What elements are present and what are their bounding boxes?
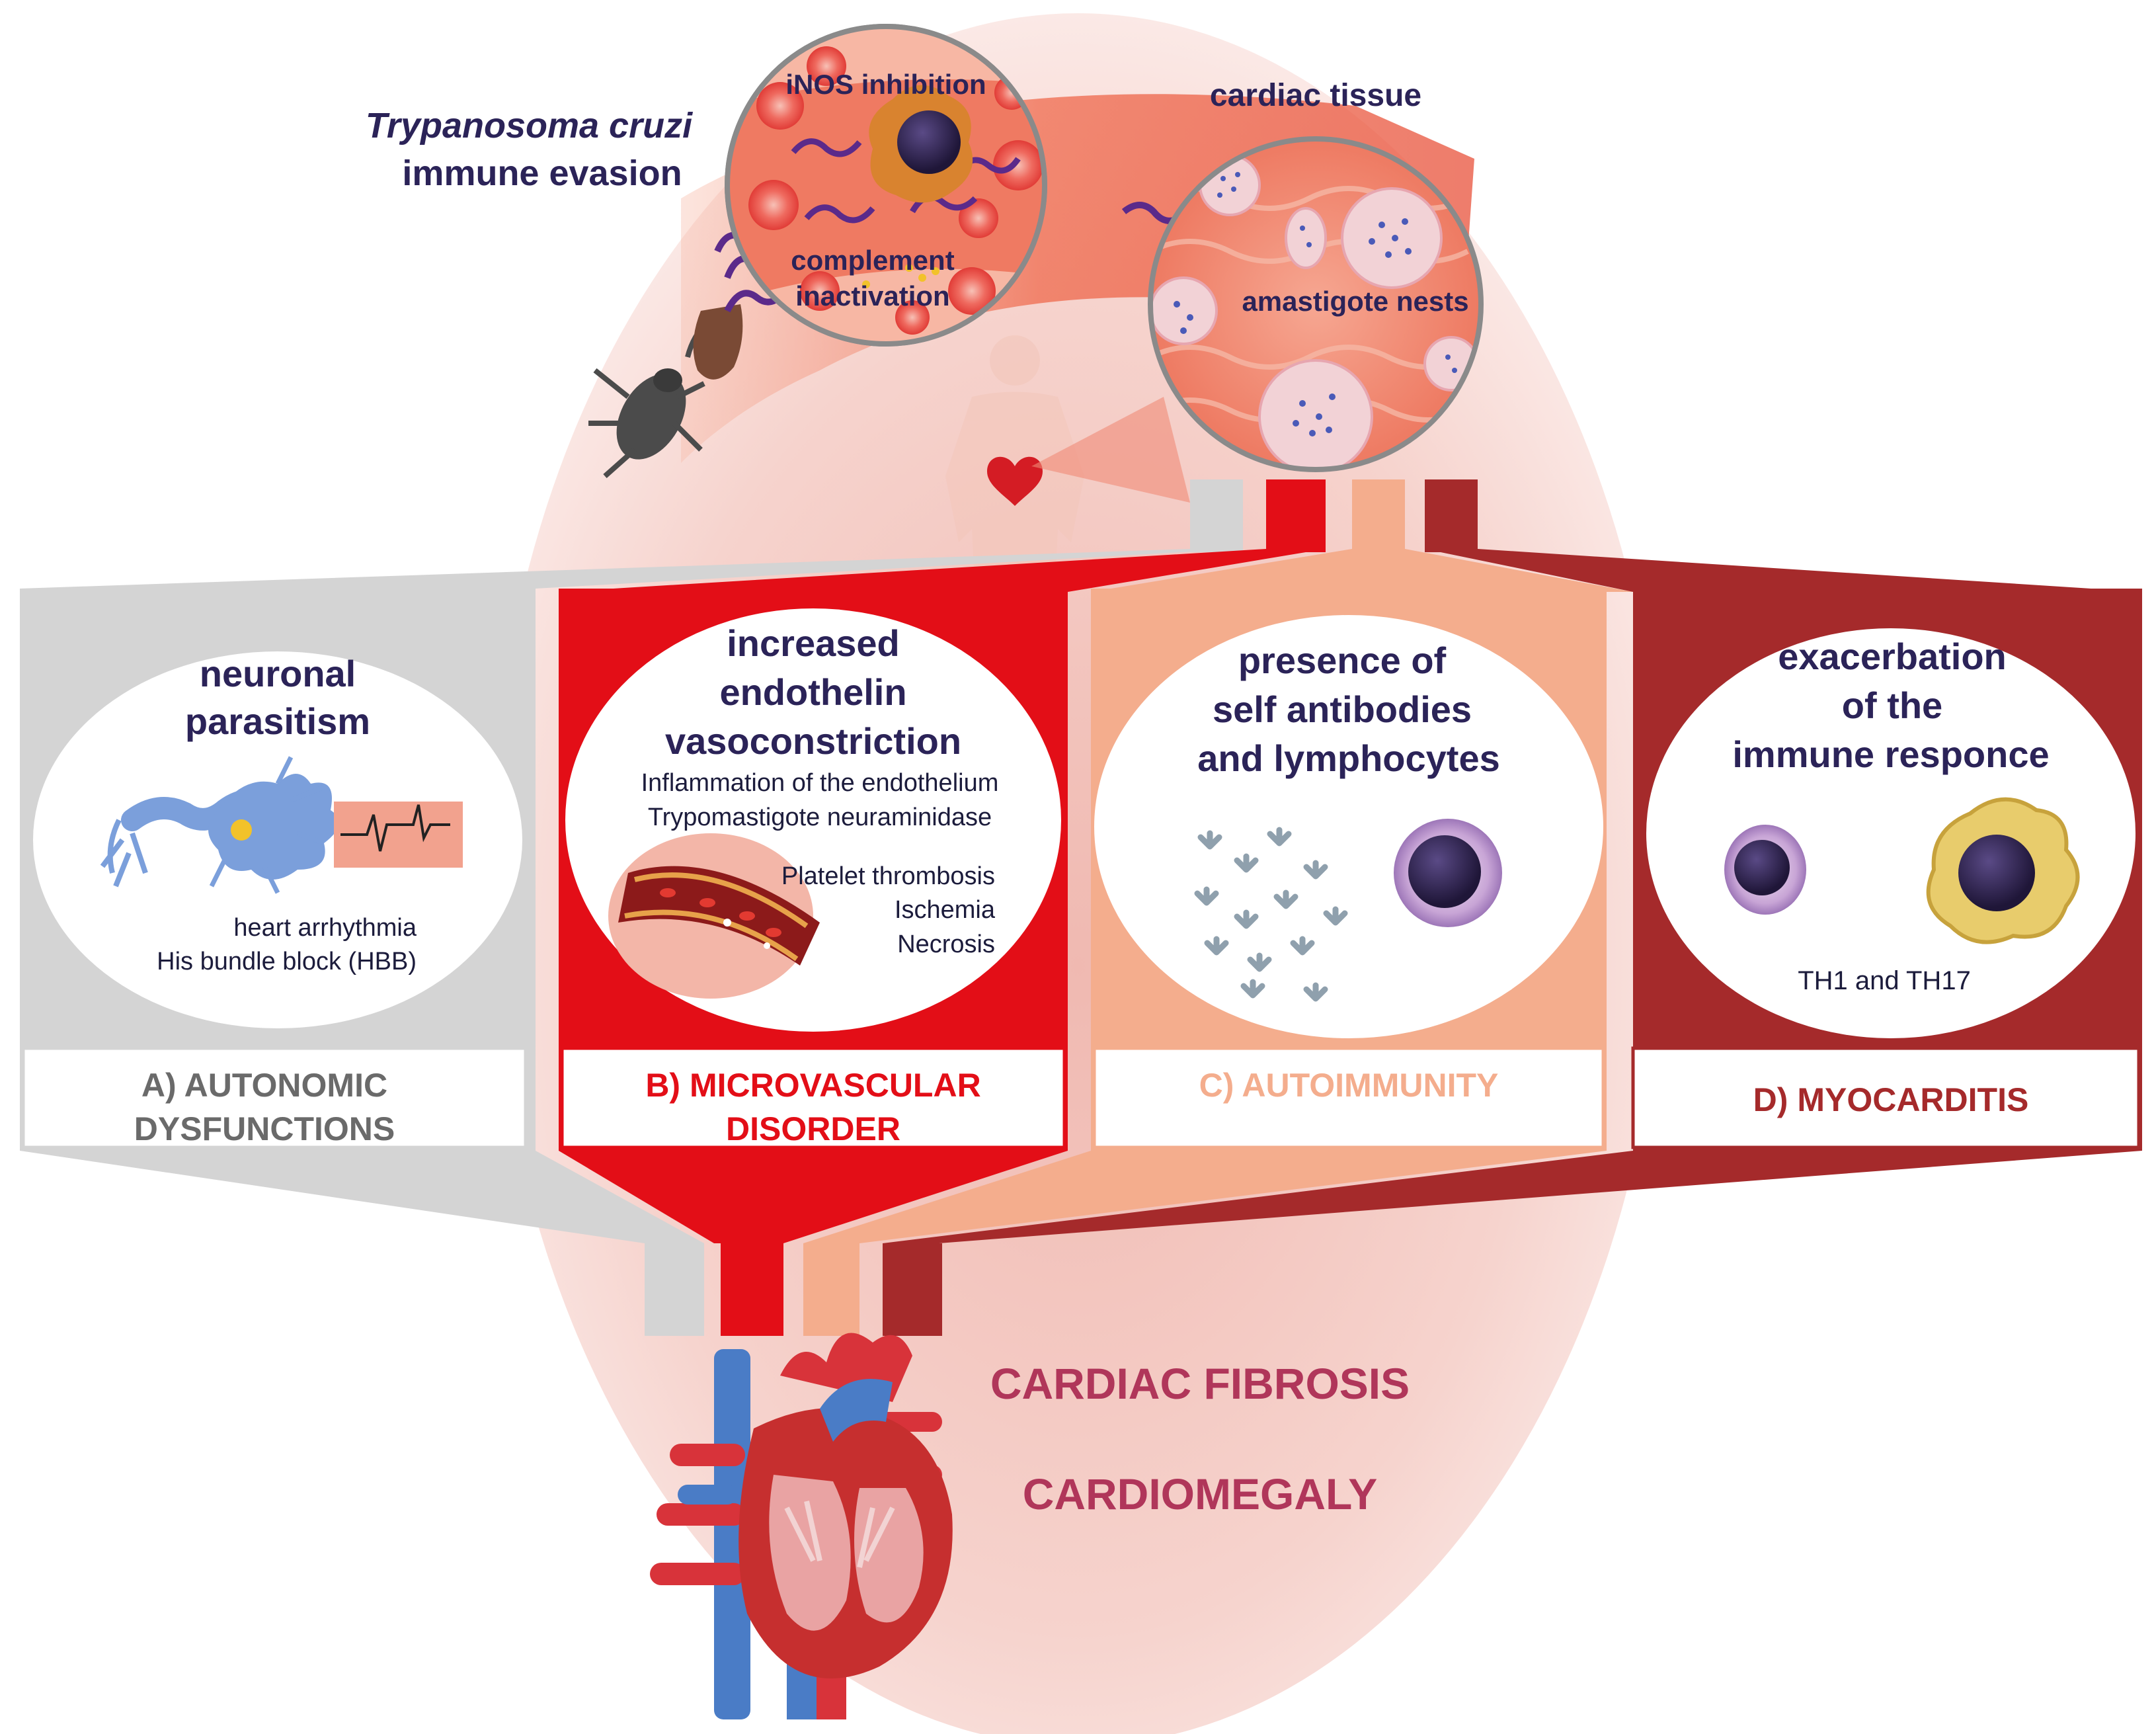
parasite-subtitle: immune evasion (402, 153, 682, 193)
panel-a-detail-1: heart arrhythmia (233, 914, 417, 942)
panel-d-label-1: D) MYOCARDITIS (1753, 1081, 2029, 1118)
amastigote-nests-label: amastigote nests (1242, 286, 1468, 317)
tube-bottom-salmon (803, 1243, 859, 1336)
antibodies-icon (1194, 827, 1348, 1002)
tube-top-grey (1190, 479, 1243, 552)
tube-top-salmon (1352, 479, 1405, 552)
lymphocyte-icon-small (1724, 825, 1806, 915)
panel-d-detail-1: TH1 and TH17 (1798, 966, 1971, 995)
parasite-name: Trypanosoma cruzi (366, 106, 693, 145)
panel-b-label-2: DISORDER (726, 1110, 900, 1147)
heart-icon (650, 1333, 953, 1719)
small-heart-icon (987, 456, 1043, 506)
complement-label-line1: complement (791, 245, 954, 276)
panel-a-heading-2: parasitism (185, 700, 370, 742)
panel-a-detail-2: His bundle block (HBB) (157, 948, 417, 975)
tube-bottom-grey (645, 1243, 704, 1336)
panel-b-label-box (560, 1046, 1066, 1149)
bug-feces-icon (693, 304, 743, 380)
panel-c-label-box (1092, 1046, 1605, 1149)
panel-c-oval (1094, 615, 1603, 1038)
cardiac-tissue-label: cardiac tissue (1210, 78, 1421, 113)
tube-bottom-red (721, 1243, 783, 1336)
blood-vessel-icon (618, 866, 820, 966)
panel-b-detail2-1: Platelet thrombosis (781, 862, 995, 890)
panel-c-heading-2: self antibodies (1213, 688, 1472, 730)
panel-d-label-box (1631, 1046, 2141, 1149)
tube-top-darkred (1425, 479, 1478, 552)
macrophage-icon (1926, 797, 2080, 944)
panel-b-label-1: B) MICROVASCULAR (645, 1067, 980, 1104)
panel-c-heading-1: presence of (1238, 640, 1447, 681)
complement-label-line2: inactivation (795, 280, 949, 311)
panel-a-label-2: DYSFUNCTIONS (134, 1110, 395, 1147)
panel-a-label-box (21, 1046, 528, 1149)
panel-c-label-1: C) AUTOIMMUNITY (1199, 1067, 1499, 1104)
panel-b-detail-2: Trypomastigote neuraminidase (648, 804, 992, 831)
tube-top-red (1266, 479, 1326, 552)
panel-b-detail-1: Inflammation of the endothelium (641, 769, 999, 797)
panel-a-label-1: A) AUTONOMIC (141, 1067, 387, 1104)
lymphocyte-icon (1394, 819, 1502, 927)
outcome-cardiomegaly: CARDIOMEGALY (1023, 1469, 1378, 1518)
panel-d-heading-2: of the (1842, 684, 1942, 726)
panel-d-heading-1: exacerbation (1778, 636, 2007, 677)
outcome-cardiac-fibrosis: CARDIAC FIBROSIS (990, 1359, 1410, 1408)
inos-inhibition-label: iNOS inhibition (785, 69, 986, 100)
panel-c-heading-3: and lymphocytes (1197, 737, 1499, 779)
panel-b-detail2-3: Necrosis (897, 930, 995, 958)
panel-b-heading-3: vasoconstriction (665, 720, 961, 762)
panel-d-heading-3: immune responce (1732, 733, 2049, 775)
panel-b-heading-2: endothelin (719, 671, 906, 713)
panel-b-heading-1: increased (727, 622, 900, 664)
neuron-icon (100, 756, 339, 894)
panel-b-detail2-2: Ischemia (895, 896, 996, 924)
tube-bottom-darkred (883, 1243, 942, 1336)
panel-a-heading-1: neuronal (200, 653, 356, 694)
